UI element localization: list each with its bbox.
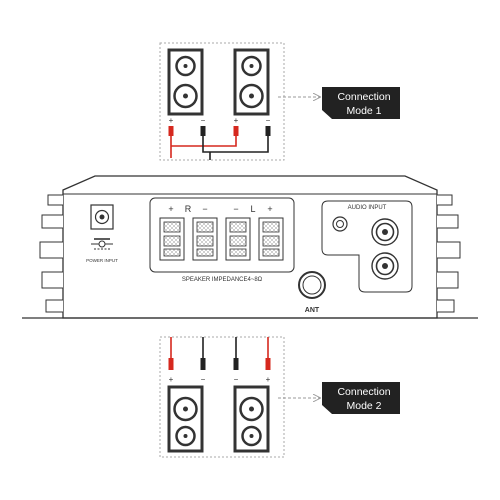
mode1-polarity-4: − bbox=[266, 116, 271, 125]
terminal-marker-1: + bbox=[168, 204, 173, 214]
terminal-marker-2: − bbox=[202, 204, 207, 214]
mode1-plug-1 bbox=[168, 126, 174, 136]
mode1-dashed-box bbox=[159, 42, 285, 161]
power-input-label: POWER INPUT bbox=[86, 258, 118, 263]
audio-input-panel: AUDIO INPUT bbox=[321, 200, 413, 293]
mode2-plug-4 bbox=[265, 358, 271, 370]
power-input-jack bbox=[90, 204, 114, 230]
mode2-plug-3 bbox=[233, 358, 239, 370]
mode2-right-speaker-icon bbox=[233, 385, 270, 453]
speaker-terminal-1 bbox=[159, 217, 185, 261]
mode1-label-line2: Mode 1 bbox=[346, 105, 381, 117]
mode1-polarity-1: + bbox=[169, 116, 174, 125]
speaker-terminal-4 bbox=[258, 217, 284, 261]
audio-input-rca-top-jack bbox=[371, 218, 399, 246]
dc-polarity-icon bbox=[91, 238, 113, 250]
audio-input-label: AUDIO INPUT bbox=[348, 205, 387, 211]
mode1-plug-3 bbox=[233, 126, 239, 136]
mode2-label-line2: Mode 2 bbox=[346, 400, 381, 412]
mode1-plug-4 bbox=[265, 126, 271, 136]
mode2-label-line1: Connection bbox=[337, 386, 390, 398]
audio-input-aux-jack bbox=[332, 216, 348, 232]
mode2-dashed-box bbox=[159, 336, 285, 458]
mode1-polarity-2: − bbox=[201, 116, 206, 125]
mode2-group: + − − + Connection Mode 2 bbox=[159, 336, 400, 458]
mode1-right-speaker-icon bbox=[233, 48, 270, 116]
amplifier-unit: POWER INPUT + R − − L + bbox=[22, 175, 478, 319]
right-heatsink bbox=[437, 194, 461, 313]
speaker-terminal-3 bbox=[225, 217, 251, 261]
mode1-black-wire bbox=[202, 136, 269, 160]
mode1-left-speaker-icon bbox=[167, 48, 204, 116]
ant-label: ANT bbox=[305, 307, 320, 314]
mode1-label-line1: Connection bbox=[337, 91, 390, 103]
mode2-polarity-2: − bbox=[201, 375, 206, 384]
mode2-left-speaker-icon bbox=[167, 385, 204, 453]
mode1-red-wire bbox=[170, 136, 237, 158]
mode1-polarity-3: + bbox=[234, 116, 239, 125]
mode1-group: + − + − Connection Mode 1 bbox=[159, 42, 400, 161]
mode2-polarity-3: − bbox=[234, 375, 239, 384]
mode2-polarity-4: + bbox=[266, 375, 271, 384]
mode2-label: Connection Mode 2 bbox=[322, 382, 400, 414]
mode1-plug-2 bbox=[200, 126, 206, 136]
speaker-terminal-block: + R − − L + bbox=[149, 197, 295, 273]
speaker-terminal-2 bbox=[192, 217, 218, 261]
speaker-impedance-label: SPEAKER IMPEDANCE4~8Ω bbox=[182, 277, 263, 283]
terminal-marker-r: R bbox=[185, 204, 192, 214]
mode2-plug-1 bbox=[168, 358, 174, 370]
antenna-connector bbox=[298, 271, 326, 299]
mode2-polarity-1: + bbox=[169, 375, 174, 384]
mode2-plug-2 bbox=[200, 358, 206, 370]
terminal-marker-l: L bbox=[250, 204, 255, 214]
mode1-label: Connection Mode 1 bbox=[322, 87, 400, 119]
terminal-marker-3: − bbox=[233, 204, 238, 214]
terminal-marker-4: + bbox=[267, 204, 272, 214]
left-heatsink bbox=[39, 194, 63, 313]
audio-input-rca-bottom-jack bbox=[371, 252, 399, 280]
